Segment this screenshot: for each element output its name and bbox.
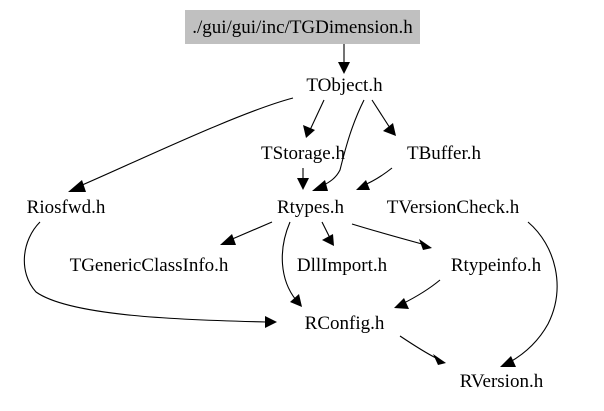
edge-tobject-to-tbuffer — [371, 99, 391, 129]
node-dllimport-h[interactable]: DllImport.h — [283, 250, 401, 280]
arrowhead-rtypes-to-rconfig — [290, 294, 302, 307]
arrowhead-tobject-to-rtypes — [312, 180, 328, 191]
node-rtypeinfo-h[interactable]: Rtypeinfo.h — [435, 250, 557, 280]
node-label: Rtypeinfo.h — [450, 254, 542, 276]
node-rversion-h[interactable]: RVersion.h — [441, 366, 562, 396]
edge-rtypes-to-rtypeinfo — [351, 223, 423, 245]
edge-tversioncheck-to-rversion — [509, 221, 558, 363]
edge-rconfig-to-rversion — [399, 335, 437, 359]
node-tgdimension-h[interactable]: ./gui/gui/inc/TGDimension.h — [185, 10, 420, 44]
node-tbuffer-h[interactable]: TBuffer.h — [394, 138, 494, 168]
arrowhead-rtypes-to-dllimport — [322, 234, 334, 246]
node-label: Riosfwd.h — [26, 196, 106, 218]
arrowhead-tbuffer-to-tversioncheck — [356, 180, 370, 190]
edge-tobject-to-tstorage — [309, 99, 325, 131]
node-label: Rtypes.h — [276, 196, 345, 218]
arrowhead-tstorage-to-rtypes — [297, 178, 309, 190]
edge-rtypes-to-tgenericclassinfo — [229, 221, 273, 241]
node-label: DllImport.h — [296, 254, 388, 276]
node-label: TGenericClassInfo.h — [69, 254, 229, 276]
node-label: ./gui/gui/inc/TGDimension.h — [192, 16, 413, 38]
edge-rtypes-to-dllimport — [321, 221, 331, 239]
edge-rtypeinfo-to-rconfig — [401, 279, 441, 305]
node-tobject-h[interactable]: TObject.h — [293, 70, 396, 100]
node-label: RVersion.h — [459, 370, 544, 392]
node-rtypes-h[interactable]: Rtypes.h — [263, 192, 358, 222]
arrowhead-rconfig-to-rversion — [433, 354, 446, 365]
arrowhead-tobject-to-tbuffer — [383, 123, 396, 136]
node-riosfwd-h[interactable]: Riosfwd.h — [14, 192, 118, 222]
node-label: TStorage.h — [261, 142, 345, 164]
arrowhead-rtypes-to-tgenericclassinfo — [220, 234, 236, 245]
arrowhead-rtypes-to-rtypeinfo — [419, 239, 432, 250]
arrowhead-tobject-to-riosfwd — [68, 180, 86, 192]
node-label: TBuffer.h — [406, 142, 482, 164]
node-label: RConfig.h — [304, 312, 385, 334]
arrowhead-riosfwd-to-rconfig — [265, 316, 277, 328]
node-tstorage-h[interactable]: TStorage.h — [249, 138, 357, 168]
edge-tbuffer-to-tversioncheck — [361, 167, 393, 187]
node-rconfig-h[interactable]: RConfig.h — [291, 308, 398, 338]
node-tversioncheck-h[interactable]: TVersionCheck.h — [372, 192, 534, 222]
node-label: TVersionCheck.h — [386, 196, 520, 218]
arrowhead-tobject-to-tstorage — [303, 125, 315, 138]
node-tgenericclassinfo-h[interactable]: TGenericClassInfo.h — [32, 250, 266, 280]
node-label: TObject.h — [306, 74, 383, 96]
